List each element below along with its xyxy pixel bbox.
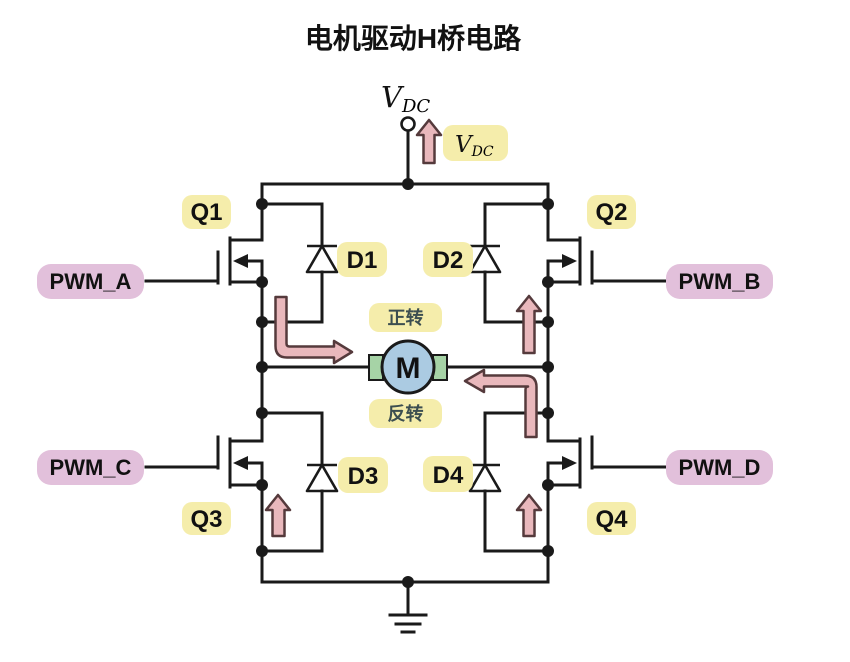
reverse-current-arrow-icon bbox=[463, 368, 538, 439]
d2-label-badge bbox=[423, 242, 473, 277]
d1-label: D1 bbox=[347, 247, 378, 274]
q4-current-arrow-icon bbox=[515, 493, 543, 538]
junction-dot bbox=[402, 576, 414, 588]
diode-d3-symbol bbox=[260, 411, 339, 553]
junction-dot bbox=[542, 361, 554, 373]
diode-d4-symbol bbox=[468, 411, 550, 553]
q3-current-arrow-icon bbox=[264, 493, 292, 538]
page-title: 电机驱动H桥电路 bbox=[305, 23, 522, 54]
junction-dot bbox=[256, 276, 268, 288]
junction-dot bbox=[542, 479, 554, 491]
pwm-d-badge bbox=[666, 450, 773, 485]
junction-dot bbox=[402, 178, 414, 190]
power-supply: VDC VDC bbox=[381, 80, 508, 186]
vdc-badge-label: VDC bbox=[455, 132, 494, 160]
transistor-q2-symbol bbox=[546, 236, 670, 286]
junction-dot bbox=[256, 198, 268, 210]
vdc-terminal-label-main: V bbox=[381, 80, 405, 114]
vdc-terminal-label: VDC bbox=[381, 80, 430, 117]
d1-label-badge bbox=[337, 242, 387, 277]
q4-label: Q4 bbox=[595, 506, 628, 533]
q1-label: Q1 bbox=[190, 199, 222, 226]
junction-dots bbox=[256, 178, 554, 588]
d4-label-badge bbox=[423, 456, 473, 492]
vdc-badge bbox=[443, 125, 508, 161]
forward-badge bbox=[369, 303, 442, 332]
vdc-badge-label-main: V bbox=[455, 132, 474, 158]
motor-symbol: M bbox=[260, 339, 550, 395]
transistor-q4-symbol bbox=[546, 435, 670, 489]
q1-body-arrow-icon bbox=[233, 254, 248, 268]
junction-dot bbox=[256, 545, 268, 557]
junction-dot bbox=[542, 198, 554, 210]
pwm-a-label: PWM_A bbox=[50, 269, 132, 294]
pwm-c-badge bbox=[37, 450, 144, 485]
motor-label: M bbox=[396, 352, 421, 385]
vdc-terminal-circle bbox=[400, 116, 416, 132]
transistor-q3-symbol bbox=[144, 435, 264, 489]
vdc-terminal-label-sub: DC bbox=[401, 96, 430, 117]
q2-label-badge bbox=[587, 195, 636, 229]
pwm-b-badge bbox=[666, 264, 773, 299]
junction-dot bbox=[256, 316, 268, 328]
d4-label: D4 bbox=[433, 462, 464, 489]
q4-body-arrow-icon bbox=[562, 456, 577, 470]
junction-dot bbox=[542, 545, 554, 557]
junction-dot bbox=[256, 361, 268, 373]
q4-label-badge bbox=[587, 502, 636, 535]
q3-body-arrow-icon bbox=[233, 456, 248, 470]
q2-body-arrow-icon bbox=[562, 254, 577, 268]
q3-label-badge bbox=[182, 502, 231, 535]
pwm-a-badge bbox=[37, 264, 144, 299]
junction-dot bbox=[542, 316, 554, 328]
d2-label: D2 bbox=[433, 247, 464, 274]
q2-current-arrow-icon bbox=[515, 294, 543, 355]
d3-label-badge bbox=[338, 457, 388, 493]
q3-label: Q3 bbox=[190, 506, 222, 533]
d3-label: D3 bbox=[348, 463, 379, 490]
junction-dot bbox=[542, 276, 554, 288]
pwm-b-label: PWM_B bbox=[679, 269, 761, 294]
junction-dot bbox=[542, 407, 554, 419]
reverse-label: 反转 bbox=[388, 403, 424, 424]
motor-body bbox=[380, 339, 436, 395]
q2-label: Q2 bbox=[595, 199, 627, 226]
transistor-q1-symbol bbox=[144, 236, 264, 286]
junction-dot bbox=[256, 479, 268, 491]
diode-d2-symbol bbox=[468, 202, 550, 324]
pwm-c-label: PWM_C bbox=[50, 455, 132, 480]
junction-dot bbox=[256, 407, 268, 419]
forward-current-arrow-icon bbox=[274, 295, 354, 365]
vdc-current-arrow-icon bbox=[415, 118, 443, 165]
pwm-d-label: PWM_D bbox=[679, 455, 761, 480]
forward-label: 正转 bbox=[388, 307, 424, 328]
vdc-badge-label-sub: DC bbox=[471, 144, 494, 160]
q1-label-badge bbox=[182, 195, 231, 229]
diode-d1-symbol bbox=[260, 202, 339, 324]
ground-symbol bbox=[388, 580, 428, 634]
reverse-badge bbox=[369, 399, 442, 428]
